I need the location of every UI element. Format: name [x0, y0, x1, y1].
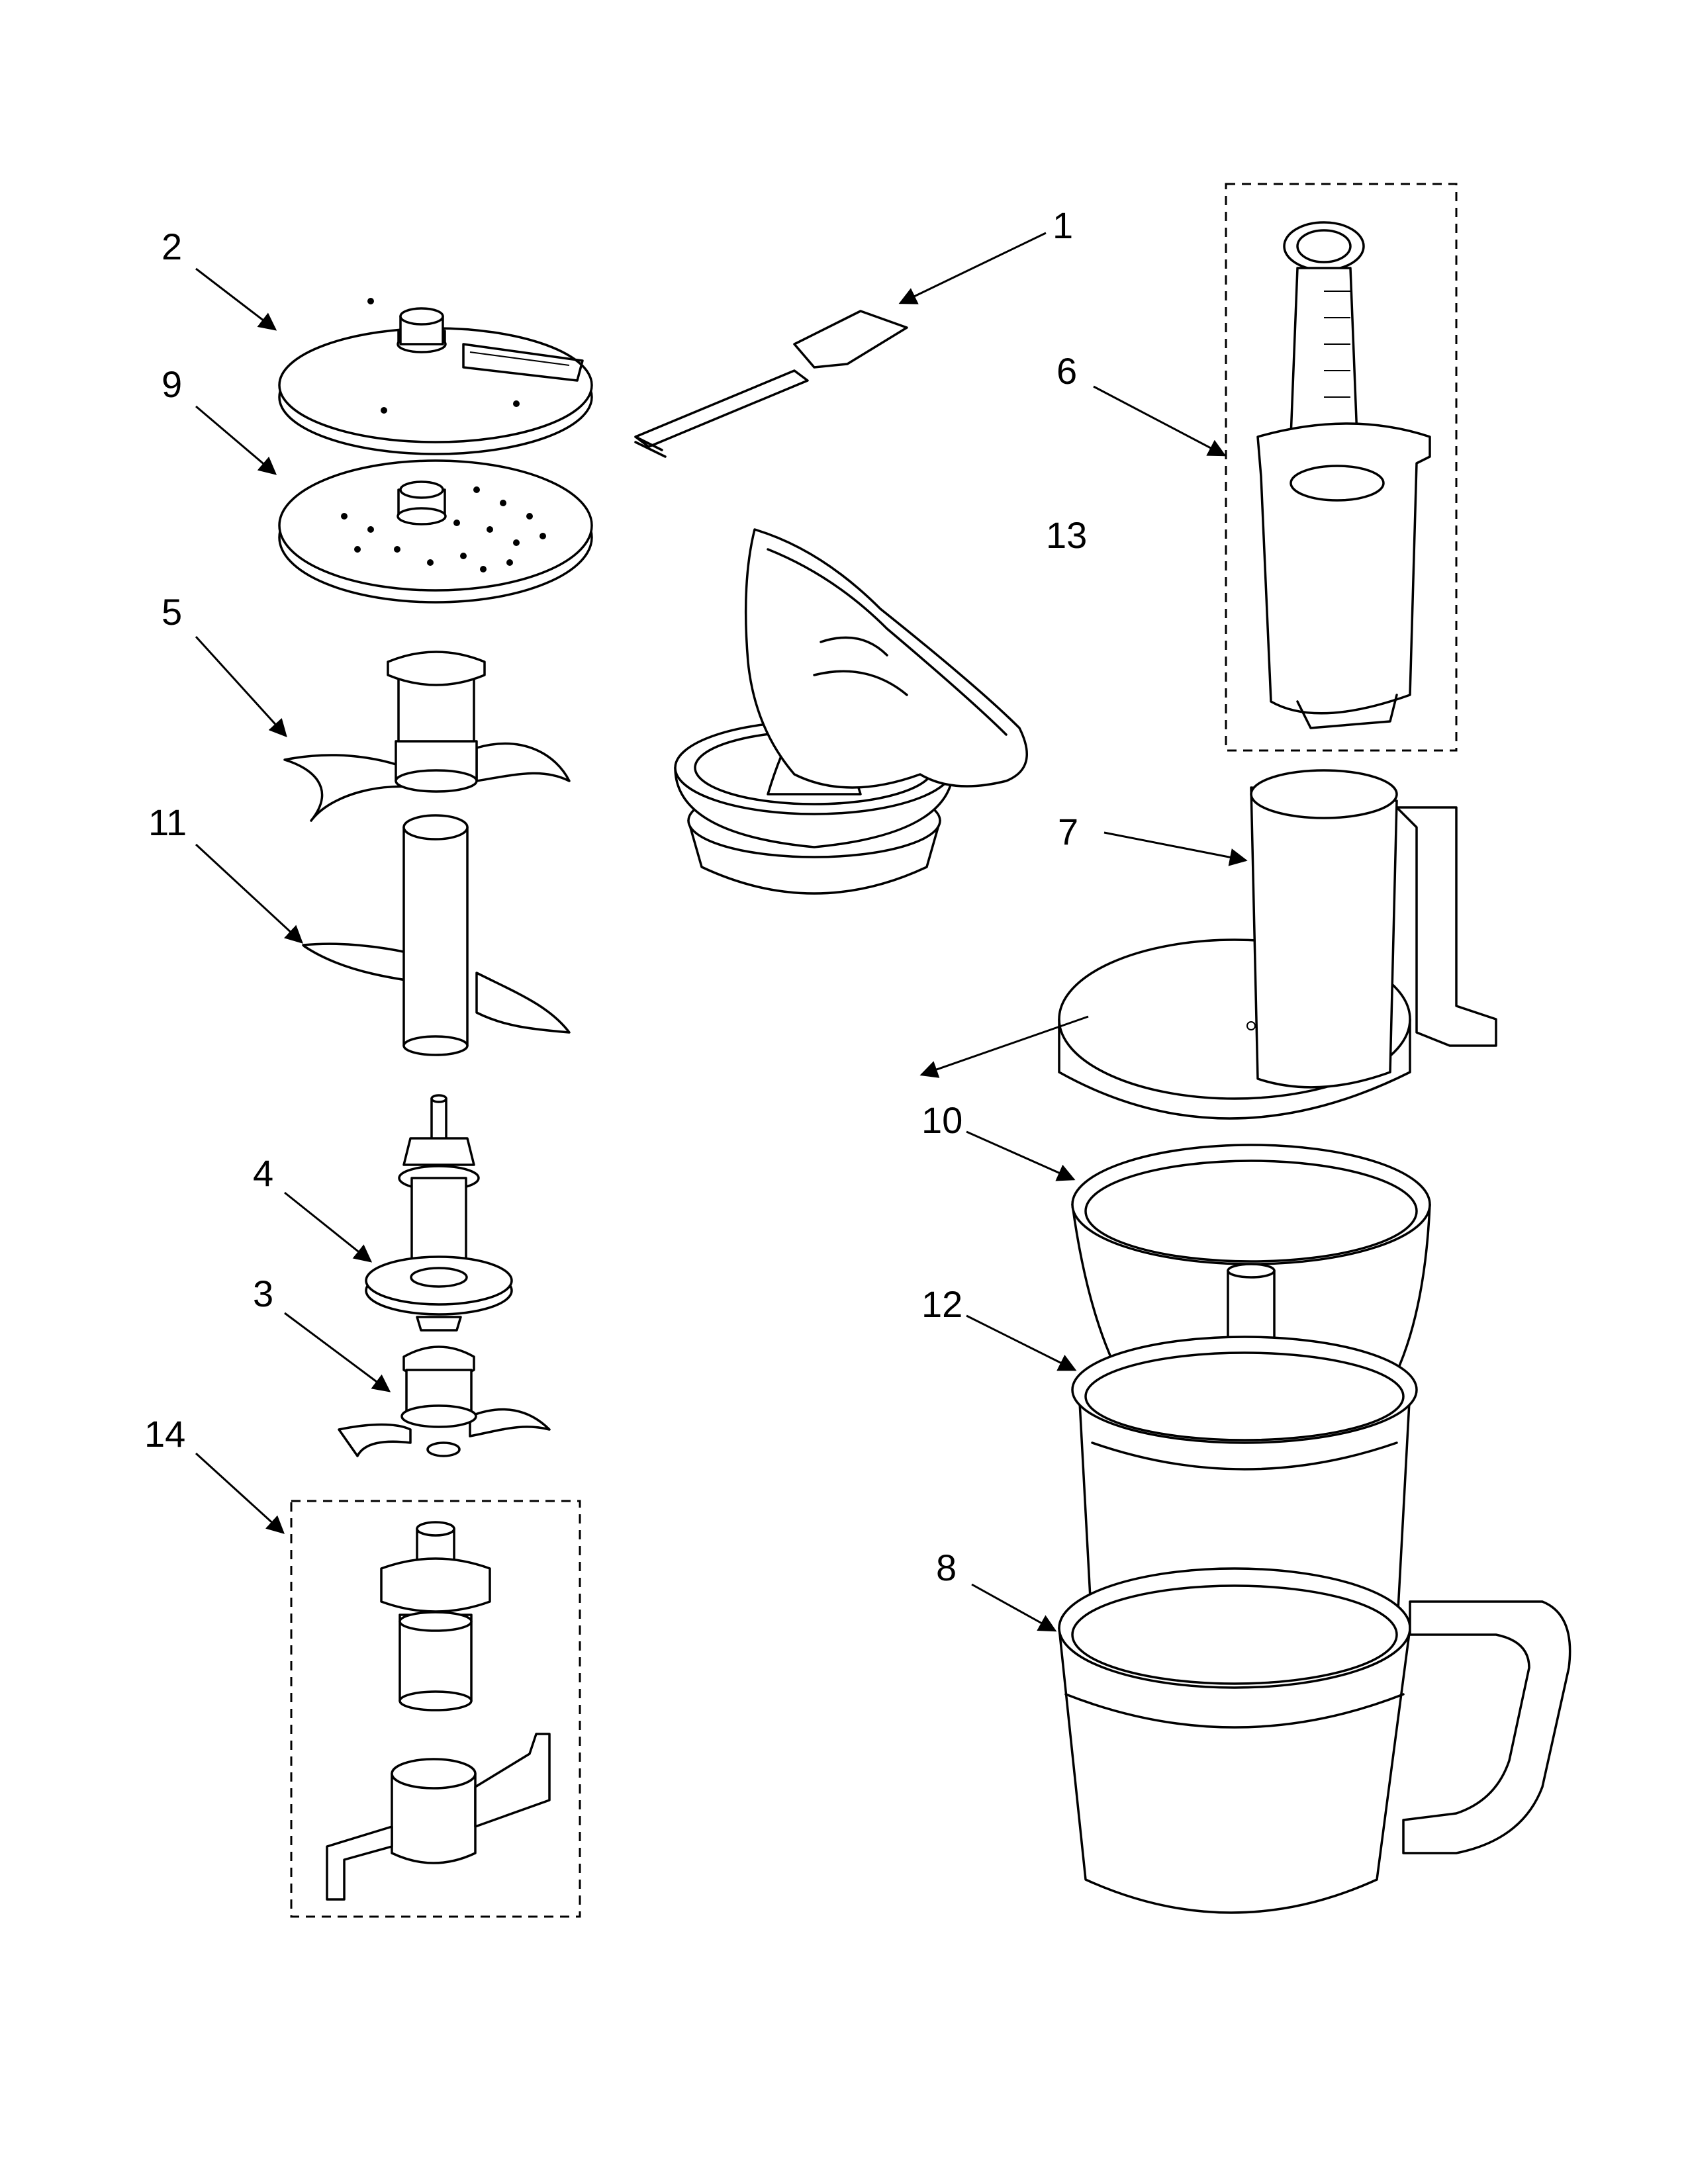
part-label-9: 9 — [162, 363, 182, 405]
part-label-2: 2 — [162, 226, 182, 267]
part-13-citrus-press[interactable] — [674, 528, 1028, 895]
part-label-7: 7 — [1058, 811, 1078, 852]
part-label-8: 8 — [936, 1547, 957, 1588]
part-label-3: 3 — [253, 1273, 273, 1314]
part-11-large-blade[interactable] — [302, 814, 571, 1056]
part-label-5: 5 — [162, 591, 182, 633]
part-7-work-bowl-lid[interactable] — [1058, 769, 1497, 1120]
part-3-mini-blade[interactable] — [338, 1345, 551, 1457]
part-label-11: 11 — [148, 801, 187, 843]
part-label-10: 10 — [921, 1099, 962, 1141]
part-14-egg-whip[interactable] — [326, 1521, 551, 1901]
part-4-drive-adapter[interactable] — [365, 1094, 513, 1332]
part-1-spatula[interactable] — [634, 310, 908, 458]
part-2-slicing-disc[interactable] — [278, 298, 593, 455]
part-14-group-box — [290, 1500, 581, 1918]
part-label-1: 1 — [1053, 205, 1073, 246]
part-label-14: 14 — [144, 1413, 185, 1455]
part-5-multipurpose-blade[interactable] — [283, 651, 571, 822]
part-label-4: 4 — [253, 1152, 273, 1194]
part-label-6: 6 — [1056, 350, 1077, 392]
leader-lines — [195, 232, 1248, 1632]
part-6-pusher-assembly[interactable] — [1256, 221, 1431, 729]
part-label-12: 12 — [921, 1283, 962, 1325]
part-8-work-bowl[interactable] — [1058, 1567, 1571, 1914]
part-9-shredding-disc[interactable] — [278, 459, 593, 604]
part-6-group-box — [1225, 183, 1458, 752]
part-label-13: 13 — [1046, 514, 1087, 556]
